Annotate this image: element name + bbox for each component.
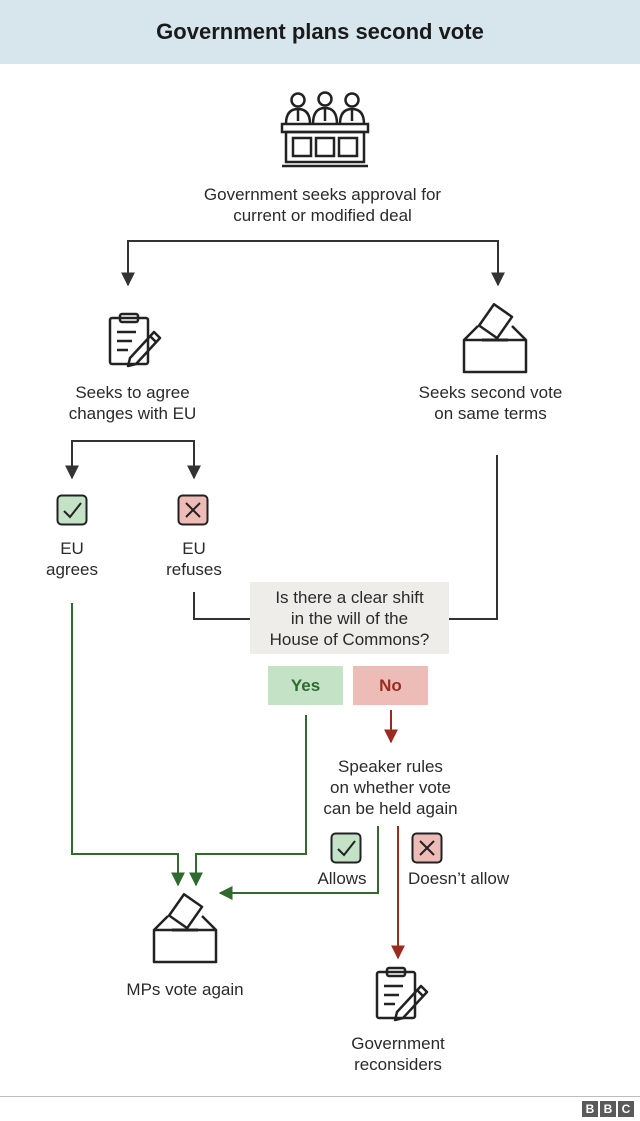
start-label: Government seeks approval for current or… xyxy=(203,185,442,225)
no-badge: No xyxy=(353,666,428,705)
reconsiders-label: Government reconsiders xyxy=(351,1034,445,1074)
check-box-icon xyxy=(56,494,88,526)
eu-refuses-label: EU refuses xyxy=(166,539,222,579)
agrees-to-vote-line xyxy=(71,603,185,887)
ballot-box-icon xyxy=(462,302,528,374)
second-vote-to-question-line xyxy=(449,455,498,620)
page-title: Government plans second vote xyxy=(156,19,484,44)
eu-split-connector xyxy=(65,440,201,480)
cross-box-icon xyxy=(177,494,209,526)
parliament-bench-icon xyxy=(280,91,370,168)
mps-vote-label: MPs vote again xyxy=(126,980,244,999)
question-box: Is there a clear shift in the will of th… xyxy=(250,582,449,654)
refuses-to-question-line xyxy=(193,592,250,620)
mps-ballot-box-icon xyxy=(152,892,218,964)
allows-to-vote-line xyxy=(218,826,379,900)
allows-check-icon xyxy=(330,832,362,864)
top-split-connector xyxy=(121,240,505,287)
header: Government plans second vote xyxy=(0,0,640,64)
eu-agrees-label: EU agrees xyxy=(46,539,98,579)
speaker-label: Speaker rules on whether vote can be hel… xyxy=(323,757,458,818)
reconsider-clipboard-icon xyxy=(375,966,429,1022)
bbc-logo: B B C xyxy=(582,1101,634,1117)
yes-badge: Yes xyxy=(268,666,343,705)
doesnt-allow-cross-icon xyxy=(411,832,443,864)
bbc-logo-b1: B xyxy=(582,1101,598,1117)
yes-to-vote-line xyxy=(189,715,307,887)
bbc-logo-c: C xyxy=(618,1101,634,1117)
doesnt-allow-label: Doesn’t allow xyxy=(408,869,510,888)
clipboard-pen-icon xyxy=(108,312,162,368)
second-vote-label: Seeks second vote on same terms xyxy=(418,383,563,423)
footer-divider xyxy=(0,1096,640,1097)
seek-changes-label: Seeks to agree changes with EU xyxy=(68,383,197,423)
bbc-logo-b2: B xyxy=(600,1101,616,1117)
allows-label: Allows xyxy=(317,869,367,888)
